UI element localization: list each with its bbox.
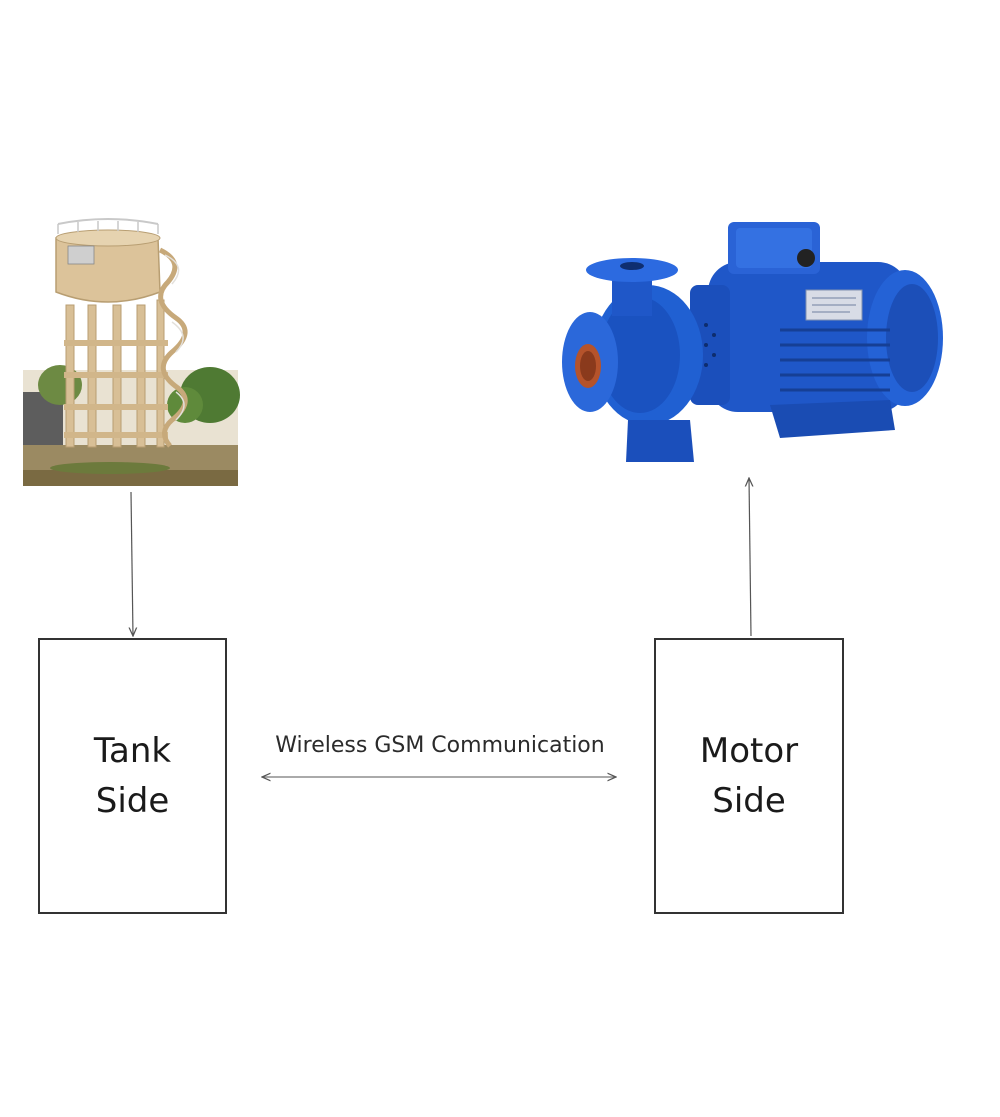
- tank-side-label-line2: Side: [96, 776, 170, 826]
- motor-side-label-line1: Motor: [700, 726, 798, 776]
- box-to-motor-arrow: [749, 478, 751, 636]
- tank-to-box-arrow: [131, 492, 133, 636]
- tank-side-label-line1: Tank: [94, 726, 171, 776]
- pump-motor-image: [562, 222, 943, 462]
- motor-side-block: Motor Side: [654, 638, 844, 914]
- motor-side-label-line2: Side: [712, 776, 786, 826]
- gsm-link-label: Wireless GSM Communication: [262, 733, 618, 758]
- tank-side-block: Tank Side: [38, 638, 227, 914]
- water-tower-image: [23, 218, 240, 486]
